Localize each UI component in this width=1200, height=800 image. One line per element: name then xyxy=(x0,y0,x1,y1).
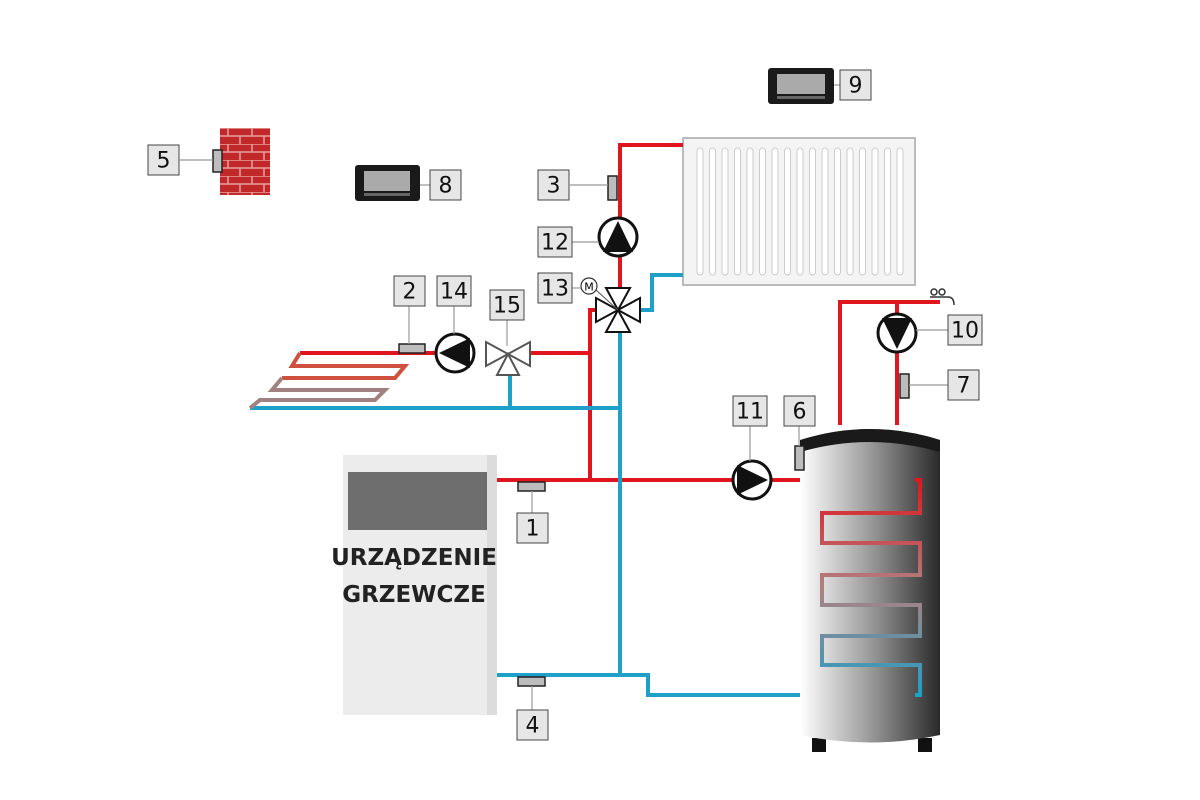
callout-label-11: 11 xyxy=(732,395,768,427)
radiator-fin xyxy=(696,147,704,276)
sensor-6-icon xyxy=(794,445,805,471)
callout-label-9: 9 xyxy=(839,69,872,101)
pump-14-icon xyxy=(434,332,476,374)
callout-label-13: 13 xyxy=(537,272,573,304)
sensor-2-icon xyxy=(398,343,426,354)
callout-number: 11 xyxy=(736,400,764,425)
callout-number: 12 xyxy=(541,231,569,256)
callout-number: 10 xyxy=(951,319,979,344)
radiator-fin xyxy=(759,147,766,276)
callout-number: 4 xyxy=(526,714,540,739)
floor-heating-loops xyxy=(248,351,410,410)
radiator-fin xyxy=(734,147,741,276)
callout-label-4: 4 xyxy=(516,709,549,741)
callout-number: 9 xyxy=(849,74,863,99)
svg-text:M: M xyxy=(584,281,594,294)
callout-label-7: 7 xyxy=(947,369,980,401)
water-tap-icon xyxy=(930,288,955,306)
callout-number: 2 xyxy=(403,280,417,305)
pump-11-icon xyxy=(731,459,773,501)
hot-water-tank xyxy=(800,429,940,752)
callout-number: 13 xyxy=(541,277,569,302)
pump-12-icon xyxy=(597,216,639,258)
radiator-fin xyxy=(821,147,829,276)
radiator-fin xyxy=(709,147,716,276)
radiator-fin xyxy=(859,147,866,276)
heating-device: URZĄDZENIE GRZEWCZE xyxy=(331,455,497,715)
callout-number: 3 xyxy=(547,174,561,199)
room-controller-icon xyxy=(355,165,420,201)
callout-number: 1 xyxy=(526,517,540,542)
outdoor-sensor-icon xyxy=(212,149,223,173)
radiator-fin xyxy=(884,147,891,276)
sensor-7-icon xyxy=(899,373,910,399)
callout-number: 7 xyxy=(957,374,971,399)
radiator-fin xyxy=(871,147,879,276)
radiator-fin xyxy=(771,147,779,276)
sensor-1-icon xyxy=(517,481,546,492)
callout-number: 14 xyxy=(440,280,468,305)
radiator-fin xyxy=(896,147,904,276)
callout-label-8: 8 xyxy=(429,169,462,201)
return-pipes xyxy=(250,273,915,697)
outdoor-wall-icon xyxy=(212,128,270,195)
callout-label-10: 10 xyxy=(947,314,983,346)
three-way-valve-15-icon xyxy=(485,340,531,376)
boiler-label-line1: URZĄDZENIE xyxy=(331,545,497,571)
callout-number: 8 xyxy=(439,174,453,199)
radiator-fin xyxy=(846,147,854,276)
callout-label-2: 2 xyxy=(393,275,426,307)
sensor-4-icon xyxy=(517,676,546,687)
radiator-fin xyxy=(796,147,804,276)
callout-label-12: 12 xyxy=(537,226,573,258)
valve-motor-icon: M xyxy=(580,277,619,311)
radiator-icon xyxy=(682,137,916,286)
radiator-fin xyxy=(834,147,841,276)
callout-label-14: 14 xyxy=(436,275,472,307)
callout-label-3: 3 xyxy=(537,169,570,201)
main-controller-icon xyxy=(768,68,834,104)
radiator-fin xyxy=(721,147,729,276)
radiator-fin xyxy=(809,147,816,276)
callout-number: 15 xyxy=(493,294,521,319)
boiler-label-line2: GRZEWCZE xyxy=(342,582,486,608)
radiator-fin xyxy=(746,147,754,276)
callout-label-5: 5 xyxy=(147,144,180,176)
callout-label-1: 1 xyxy=(516,512,549,544)
sensor-3-icon xyxy=(607,175,618,201)
callout-number: 5 xyxy=(157,149,171,174)
leader-lines xyxy=(180,84,948,710)
callout-number: 6 xyxy=(793,400,807,425)
callout-label-15: 15 xyxy=(489,289,525,321)
radiator-fin xyxy=(784,147,791,276)
four-way-valve-13-icon xyxy=(595,287,641,333)
pump-10-icon xyxy=(876,312,918,354)
tank-coil xyxy=(820,478,922,697)
callout-label-6: 6 xyxy=(783,395,816,427)
